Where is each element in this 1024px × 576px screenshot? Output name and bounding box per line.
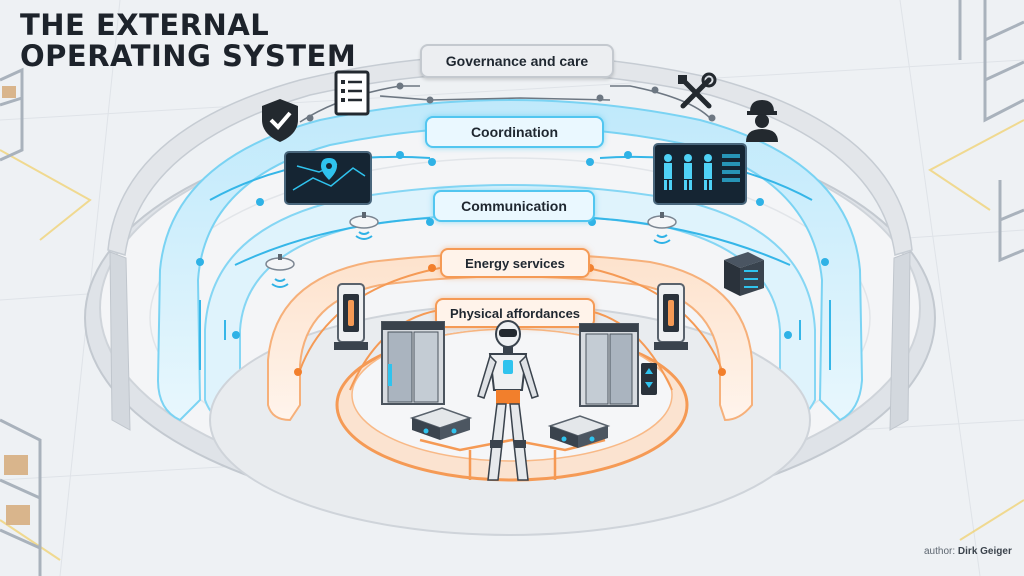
robot-fleet-screen-icon: [653, 143, 747, 205]
document-icon: [334, 70, 370, 116]
warehouse-shelf-left-bottom: [0, 418, 42, 576]
warehouse-shelf-right: [958, 0, 1024, 263]
page-title: THE EXTERNAL OPERATING SYSTEM: [20, 10, 356, 72]
shield-check-icon: [262, 99, 298, 142]
wireless-beacon-icon-2: [265, 254, 295, 288]
map-screen-icon: [284, 151, 372, 205]
elevator-icon-2: [579, 323, 639, 407]
governance-ring: [107, 54, 913, 256]
governance-label: Governance and care: [420, 44, 614, 78]
author-credit: author: Dirk Geiger: [924, 546, 1012, 557]
wireless-beacon-icon-3: [647, 212, 677, 244]
author-name: Dirk Geiger: [957, 546, 1012, 557]
coordination-label: Coordination: [425, 116, 604, 148]
energy-services-label: Energy services: [440, 248, 590, 278]
title-line-1: THE EXTERNAL: [20, 8, 270, 42]
warehouse-shelf-left: [0, 67, 24, 162]
charging-station-icon-2: [654, 283, 688, 350]
title-line-2: OPERATING SYSTEM: [20, 39, 357, 73]
mobile-robot-icon: [409, 407, 473, 440]
wireless-beacon-icon: [349, 212, 379, 240]
elevator-call-panel-icon: [641, 363, 657, 395]
charging-station-icon: [334, 283, 368, 350]
mobile-robot-icon-2: [547, 415, 611, 448]
server-icon: [724, 252, 764, 296]
elevator-icon: [381, 321, 445, 405]
tools-icon: [678, 72, 717, 109]
communication-label: Communication: [433, 190, 595, 222]
worker-icon: [746, 100, 778, 142]
author-prefix: author:: [924, 546, 958, 557]
humanoid-robot-icon: [477, 320, 539, 481]
